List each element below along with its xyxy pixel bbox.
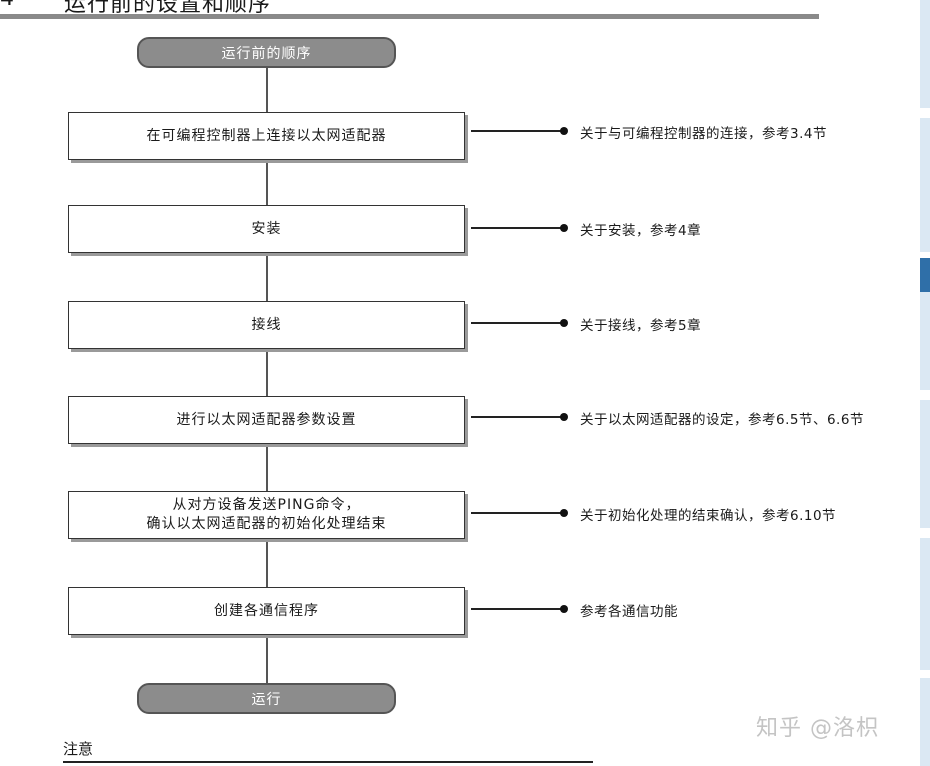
flow-start-terminal: 运行前的顺序 — [137, 37, 396, 68]
side-tab-6[interactable] — [920, 678, 930, 766]
note-bullet-4 — [560, 413, 568, 421]
note-text-2: 关于安装，参考4章 — [580, 223, 702, 239]
side-tab-3[interactable] — [920, 292, 930, 390]
note-connector-3 — [471, 322, 563, 324]
side-tab-4[interactable] — [920, 400, 930, 528]
side-tab-active[interactable] — [920, 258, 930, 292]
note-heading: 注意 — [63, 740, 94, 758]
flow-line-0 — [266, 68, 268, 113]
note-bullet-3 — [560, 319, 568, 327]
note-text-4: 关于以太网适配器的设定，参考6.5节、6.6节 — [580, 412, 864, 428]
header-rule — [0, 14, 819, 19]
note-connector-2 — [471, 227, 563, 229]
side-tab-2[interactable] — [920, 118, 930, 252]
note-bullet-1 — [560, 127, 568, 135]
note-bullet-5 — [560, 509, 568, 517]
flow-line-2 — [266, 252, 268, 306]
flow-step-2: 安装 — [68, 205, 465, 253]
flow-end-terminal: 运行 — [137, 683, 396, 714]
note-text-6: 参考各通信功能 — [580, 604, 678, 620]
note-connector-5 — [471, 512, 563, 514]
note-bullet-6 — [560, 605, 568, 613]
flow-step-6: 创建各通信程序 — [68, 587, 465, 635]
note-text-5: 关于初始化处理的结束确认，参考6.10节 — [580, 508, 837, 524]
flow-step-3: 接线 — [68, 301, 465, 349]
note-text-1: 关于与可编程控制器的连接，参考3.4节 — [580, 126, 827, 142]
note-text-3: 关于接线，参考5章 — [580, 318, 702, 334]
note-connector-1 — [471, 130, 563, 132]
flow-line-1 — [266, 159, 268, 206]
watermark: 知乎 @洛枳 — [756, 716, 879, 741]
note-bullet-2 — [560, 224, 568, 232]
side-tab-5[interactable] — [920, 538, 930, 670]
flow-step-4: 进行以太网适配器参数设置 — [68, 396, 465, 444]
note-connector-6 — [471, 608, 563, 610]
section-number: 4 — [0, 0, 14, 11]
flow-line-5 — [266, 539, 268, 588]
side-tab-1[interactable] — [920, 0, 930, 108]
flow-step-1: 在可编程控制器上连接以太网适配器 — [68, 112, 465, 160]
page-title: 运行前的设置和顺序 — [64, 0, 272, 17]
footer-rule — [63, 761, 593, 763]
flow-line-6 — [266, 634, 268, 683]
flow-step-5: 从对方设备发送PING命令， 确认以太网适配器的初始化处理结束 — [68, 491, 465, 539]
flow-line-3 — [266, 348, 268, 396]
note-connector-4 — [471, 416, 563, 418]
flow-line-4 — [266, 443, 268, 491]
